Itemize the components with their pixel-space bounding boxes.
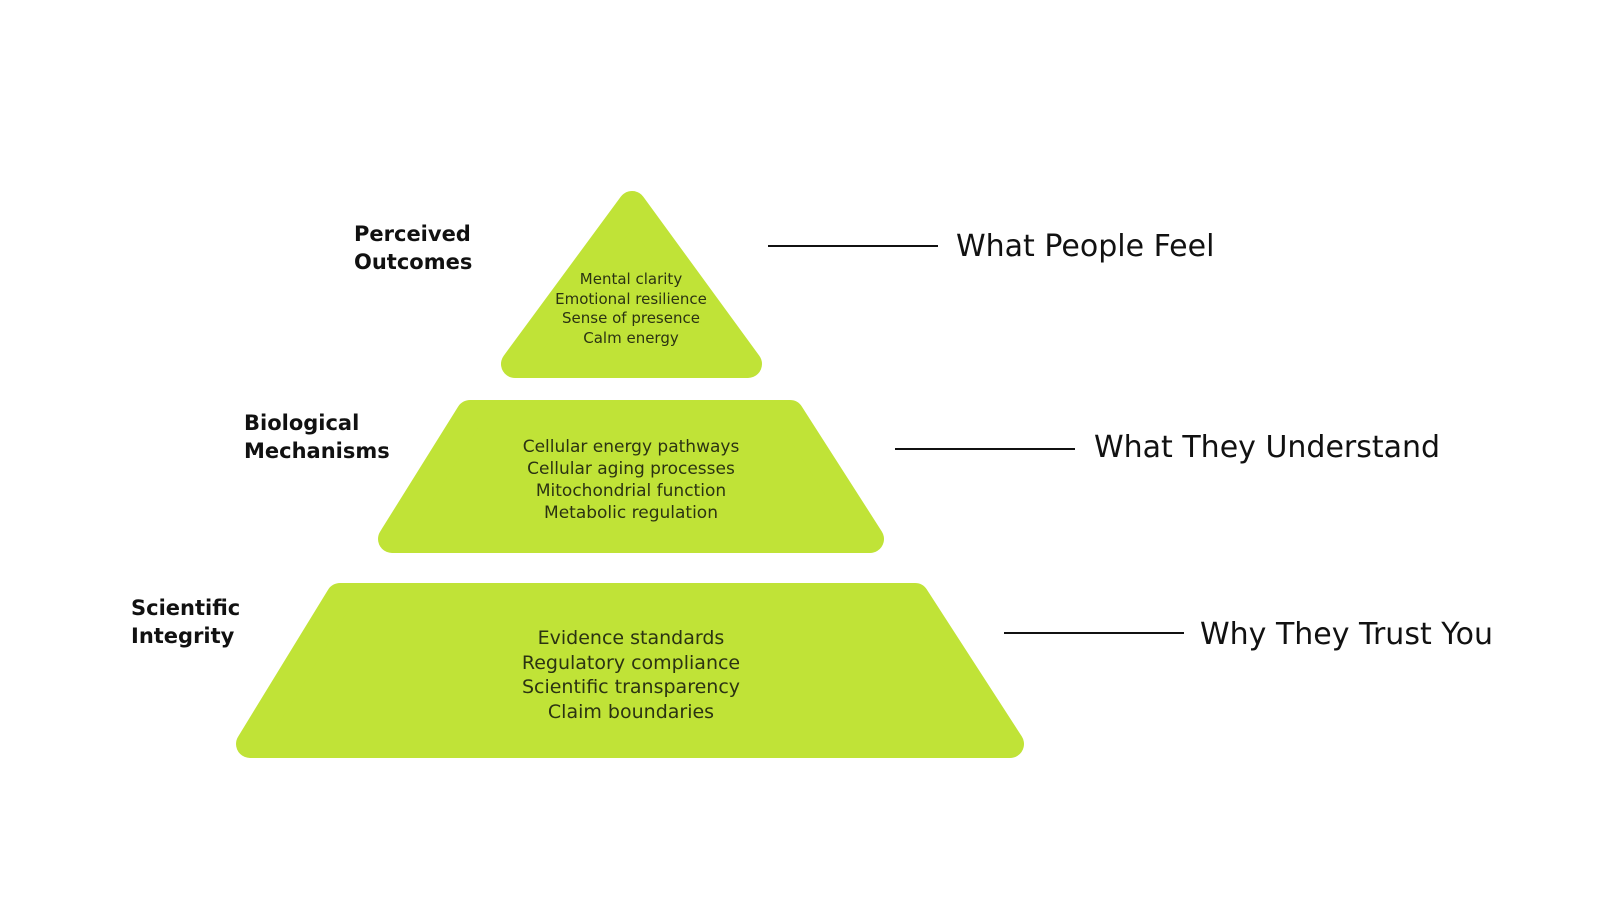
label-line: Perceived [354,222,471,246]
tier-top-right-label: What People Feel [956,229,1215,264]
item: Mental clarity [579,270,683,288]
item: Mitochondrial function [535,481,727,501]
item: Claim boundaries [547,700,715,723]
item: Regulatory compliance [521,651,741,674]
tier-middle-right-label: What They Understand [1094,430,1441,465]
tier-bottom-right-label: Why They Trust You [1200,617,1493,652]
label-line: Biological [244,411,360,435]
tier-bottom-shape [236,583,1024,758]
tier-bottom-items: Evidence standards Regulatory compliance… [522,629,740,727]
item: Metabolic regulation [544,503,718,523]
item: Cellular energy pathways [522,437,740,457]
tier-bottom-label: Scientific Integrity [131,594,240,650]
tier-middle-shape [378,400,884,553]
item: Sense of presence [562,309,700,327]
item: Evidence standards [537,627,725,649]
item: Emotional resilience [555,289,707,308]
connector-line [768,245,938,247]
item: Scientific transparency [521,676,741,698]
tier-top-items: Mental clarity Emotional resilience Sens… [555,272,707,350]
label-line: Mechanisms [244,439,390,463]
connector-line [895,448,1075,450]
label-line: Outcomes [354,250,473,274]
label-line: Integrity [131,624,235,648]
item: Cellular aging processes [527,459,735,479]
label-line: Scientific [131,596,241,620]
tier-top-shape [501,191,762,378]
tier-middle-items: Cellular energy pathways Cellular aging … [523,439,740,527]
tier-top-label: Perceived Outcomes [354,220,472,276]
tier-middle-label: Biological Mechanisms [244,409,390,465]
connector-line [1004,632,1184,634]
item: Calm energy [583,328,679,347]
